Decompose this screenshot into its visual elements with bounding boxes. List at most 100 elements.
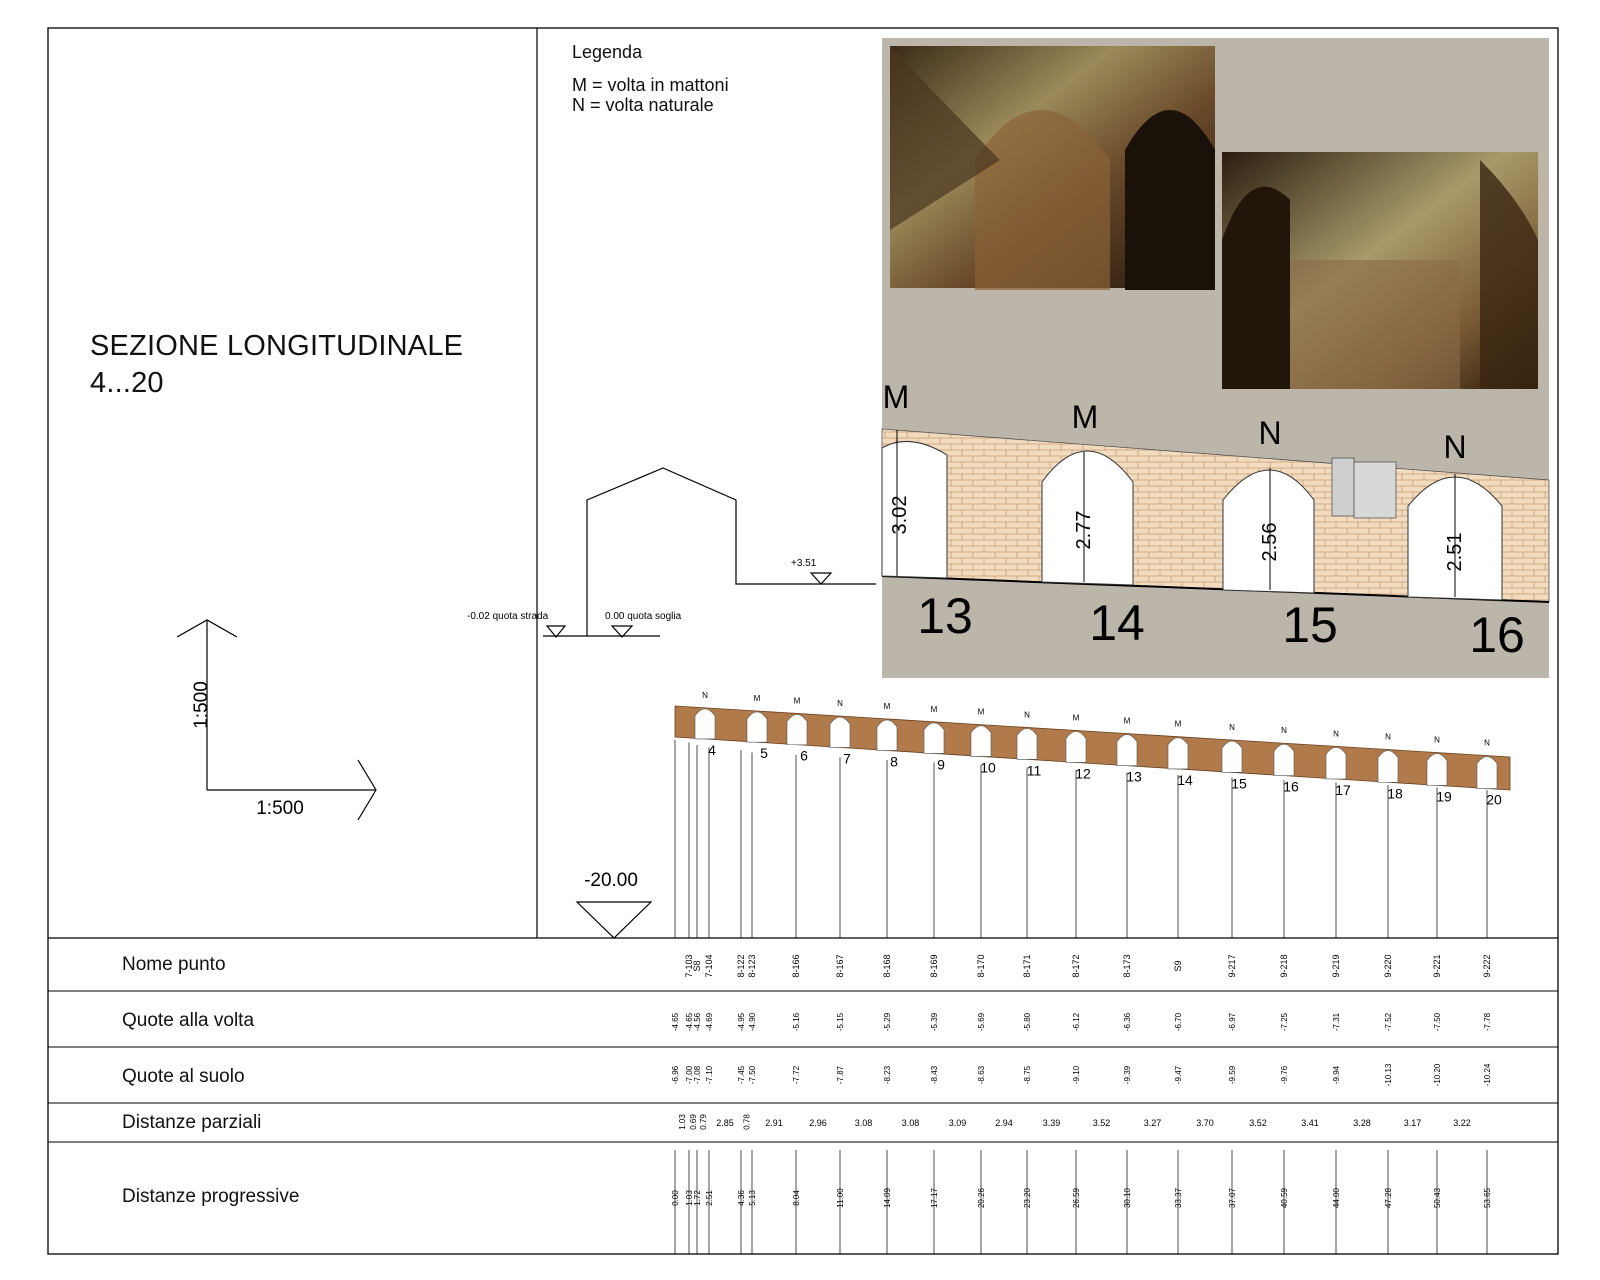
vault-level: -4.95 xyxy=(737,1012,746,1031)
profile-vault-type: N xyxy=(1385,733,1391,742)
partial-distance: 0.79 xyxy=(699,1114,708,1130)
ground-level: -9.94 xyxy=(1332,1065,1341,1084)
progressive-distance: 11.00 xyxy=(836,1188,845,1208)
profile-vault xyxy=(1221,740,1243,773)
detail-section-number: 14 xyxy=(1089,595,1145,651)
profile-section-number: 15 xyxy=(1231,775,1247,791)
vault-type-label: M xyxy=(1072,399,1099,435)
ground-level: -9.59 xyxy=(1228,1065,1237,1084)
detail-section-number: 16 xyxy=(1469,607,1525,663)
profile-vault xyxy=(923,722,945,754)
legend: Legenda M = volta in mattoni N = volta n… xyxy=(572,42,729,115)
partial-distance: 0.69 xyxy=(689,1114,698,1130)
profile-vault-type: M xyxy=(1073,713,1080,722)
profile-vault-type: M xyxy=(978,708,985,717)
vault-level: -6.36 xyxy=(1123,1012,1132,1031)
partial-distance: 3.70 xyxy=(1196,1118,1214,1128)
progressive-distance: 1.72 xyxy=(693,1190,702,1206)
profile-vault-type: M xyxy=(754,694,761,703)
partial-distance: 3.17 xyxy=(1404,1118,1422,1128)
vault-level: -6.70 xyxy=(1174,1012,1183,1031)
point-name: 9-219 xyxy=(1331,954,1341,977)
vault-level: -4.69 xyxy=(705,1012,714,1031)
ground-level: -10.13 xyxy=(1384,1063,1393,1086)
partial-distance: 1.03 xyxy=(678,1114,687,1130)
table-columns: 0.00-4.65-6.961.03-4.65-7.001.72-4.56-7.… xyxy=(671,740,1492,1254)
partial-distance: 3.08 xyxy=(902,1118,920,1128)
profile-vault xyxy=(786,714,808,746)
profile-section-number: 16 xyxy=(1283,779,1299,795)
profile-vault-type: N xyxy=(1333,729,1339,738)
profile-vault-type: N xyxy=(1281,726,1287,735)
ground-level: -8.63 xyxy=(977,1065,986,1084)
vault-level: -5.15 xyxy=(836,1012,845,1031)
progressive-distance: 14.09 xyxy=(883,1187,892,1208)
profile-vault xyxy=(970,725,992,757)
profile-section-number: 5 xyxy=(760,745,768,761)
profile-vault xyxy=(1065,731,1087,763)
vault-level: -5.80 xyxy=(1023,1012,1032,1031)
point-name: 8-123 xyxy=(747,954,757,977)
vault-level: -4.90 xyxy=(748,1012,757,1031)
progressive-distance: 1.03 xyxy=(685,1190,694,1206)
progressive-distance: 33.37 xyxy=(1174,1187,1183,1208)
profile-section-number: 12 xyxy=(1075,765,1091,781)
legend-item-m: M = volta in mattoni xyxy=(572,75,729,95)
ground-level: -9.10 xyxy=(1072,1065,1081,1084)
point-name: S8 xyxy=(692,960,702,971)
profile-vault xyxy=(1377,750,1399,783)
row-label-point-name: Nome punto xyxy=(122,954,226,975)
partial-distance: 3.09 xyxy=(949,1118,967,1128)
profile-section-number: 10 xyxy=(980,759,996,775)
row-label-ground-level: Quote al suolo xyxy=(122,1066,245,1087)
profile-vault xyxy=(1476,756,1498,789)
point-name: 8-171 xyxy=(1022,954,1032,977)
scale-arrows xyxy=(176,619,377,821)
point-name: 9-218 xyxy=(1279,954,1289,977)
progressive-distance: 47.28 xyxy=(1384,1187,1393,1208)
row-label-partial-distances: Distanze parziali xyxy=(122,1112,262,1133)
point-name: 8-122 xyxy=(736,954,746,977)
ground-level: -8.23 xyxy=(883,1065,892,1084)
longitudinal-profile: N4M5M6N7M8M9M10N11M12M13M14N15N16N17N18N… xyxy=(674,691,1511,808)
ground-level: -7.10 xyxy=(705,1065,714,1084)
partial-distance: 3.52 xyxy=(1249,1118,1267,1128)
profile-section-number: 18 xyxy=(1387,785,1403,801)
profile-vault xyxy=(1167,737,1189,770)
point-name: 7-103 xyxy=(684,954,694,977)
ground-level: -6.96 xyxy=(671,1065,680,1084)
point-name: 8-173 xyxy=(1122,954,1132,977)
vault-level: -4.65 xyxy=(671,1012,680,1031)
point-name: 8-167 xyxy=(835,954,845,977)
profile-vault xyxy=(694,708,716,740)
progressive-distance: 53.65 xyxy=(1483,1187,1492,1208)
ground-level: -7.00 xyxy=(685,1065,694,1084)
progressive-distance: 4.36 xyxy=(737,1190,746,1206)
top-level-label: +3.51 xyxy=(791,558,817,569)
progressive-distance: 44.00 xyxy=(1332,1187,1341,1208)
profile-vault-type: N xyxy=(702,691,708,700)
point-name: 8-166 xyxy=(791,954,801,977)
vault-height-label: 2.56 xyxy=(1259,523,1281,562)
vault-level: -5.16 xyxy=(792,1012,801,1031)
profile-vault-type: M xyxy=(1175,720,1182,729)
ground-level: -10.24 xyxy=(1483,1063,1492,1086)
datum-label: -20.00 xyxy=(584,870,638,891)
point-name: 8-172 xyxy=(1071,954,1081,977)
detail-section-number: 13 xyxy=(917,588,973,644)
profile-vault xyxy=(1016,728,1038,760)
vertical-scale-label: 1:500 xyxy=(191,681,212,729)
profile-vault-type: N xyxy=(1484,739,1490,748)
row-label-vault-level: Quote alla volta xyxy=(122,1010,255,1031)
point-name: 9-220 xyxy=(1383,954,1393,977)
vault-level: -7.78 xyxy=(1483,1012,1492,1031)
legend-item-n: N = volta naturale xyxy=(572,95,714,115)
partial-distance: 0.78 xyxy=(743,1114,752,1130)
profile-vault xyxy=(1116,734,1138,766)
progressive-distance: 8.04 xyxy=(792,1190,801,1206)
ground-level: -7.08 xyxy=(693,1065,702,1084)
vault-height-label: 2.77 xyxy=(1073,511,1095,550)
ground-level: -8.75 xyxy=(1023,1065,1032,1084)
point-name: 8-168 xyxy=(882,954,892,977)
